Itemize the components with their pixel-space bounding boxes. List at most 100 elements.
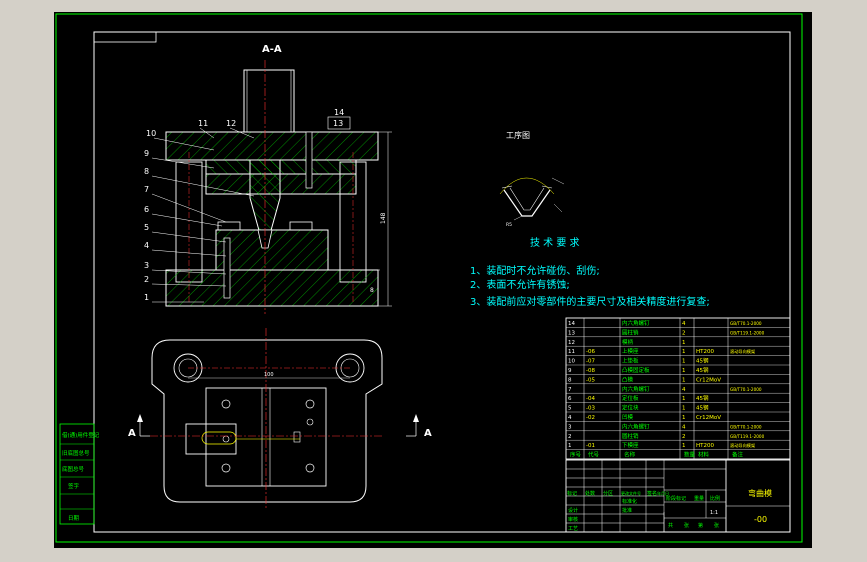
bom-cell-name: 内六角螺钉 [622,319,650,327]
bom-header-no: 序号 [570,451,582,459]
bom-cell-no: 3 [568,424,572,430]
bom-cell-no: 8 [568,377,572,383]
std-label-0: 标准化 [622,498,637,505]
bom-cell-note: 滚动导向模架 [730,348,755,355]
section-dimensions: 148 8 [370,131,392,307]
cad-drawing: 借(通)用件登记 旧底图总号 底图总号 签字 日期 A-A [55,13,803,543]
left-strip-label-3: 签字 [68,482,80,490]
bom-cell-note: GB/T70.1-2000 [730,321,762,326]
process-part-sketch [499,177,565,221]
bom-cell-mat: 45钢 [696,357,709,365]
drawing-code: -00 [754,515,767,524]
bom-cell-note: GB/T119.1-2000 [730,330,765,335]
balloon-11: 11 [198,119,208,128]
upper-die-plate [165,131,379,161]
bom-cell-qty: 1 [682,406,686,412]
bom-cell-code: -03 [586,406,595,412]
bom-cell-code: -06 [586,349,595,355]
bom-cell-qty: 1 [682,443,686,449]
bom-cell-no: 4 [568,415,572,421]
balloon-labels: 10 11 12 14 13 9 8 7 6 5 4 3 2 1 [144,108,351,303]
punch-fixing-plate [205,173,357,195]
bom-cell-name: 下模座 [622,441,639,449]
bom-cell-code: -07 [586,359,595,365]
section-label: A-A [262,44,282,55]
sheet-label-2: 第 [698,522,703,529]
sign-label-3: 更改文件号 [621,490,641,496]
sign-label-4: 签名 [647,490,657,497]
bom-cell-qty: 2 [682,330,686,336]
balloon-10: 10 [146,129,156,138]
bom-cell-note: GB/T70.1-2000 [730,424,762,429]
sign-label-1: 处数 [585,490,595,497]
balloon-14: 14 [334,108,344,117]
bom-cell-no: 14 [568,321,575,327]
bom-cell-code: -08 [586,368,595,374]
cad-viewport[interactable]: 借(通)用件登记 旧底图总号 底图总号 签字 日期 A-A [54,12,812,548]
bom-cell-qty: 1 [682,359,686,365]
left-strip-label-1: 旧底图总号 [62,449,90,457]
bom-cell-qty: 1 [682,415,686,421]
left-strip: 借(通)用件登记 旧底图总号 底图总号 签字 日期 [59,423,100,525]
bom-cell-name: 定位板 [622,394,639,402]
stage-label-1: 重量 [694,495,704,502]
bom-cell-no: 11 [568,349,575,355]
radius-label: R5 [506,222,512,228]
bom-cell-note: GB/T119.1-2000 [730,434,765,439]
role-label-1: 审核 [568,516,578,523]
lower-die-plate [165,269,379,307]
balloon-1: 1 [144,293,149,302]
locating-block [217,221,241,231]
upper-backing-plate [205,159,357,175]
sign-label-0: 标记 [567,490,577,497]
tech-note-3: 3、装配前应对零部件的主要尺寸及相关精度进行复查; [470,295,710,308]
title-block: 标记 处数 分区 更改文件号 签名 年月日 设计 审核 工艺 标准化 批准 阶段… [565,459,791,533]
bom-header-mat: 材料 [698,451,710,459]
sheet-label-0: 共 [668,522,673,529]
bom-cell-qty: 2 [682,434,686,440]
bom-cell-no: 2 [568,434,572,440]
tech-note-2: 2、表面不允许有锈蚀; [470,278,570,291]
bom-cell-qty: 4 [682,321,686,327]
bom-cell-name: 内六角螺钉 [622,385,650,393]
scale-value: 1:1 [710,510,718,516]
bom-header-qty: 数量 [684,451,696,459]
balloon-8: 8 [144,167,149,176]
bom-cell-mat: HT200 [696,349,714,355]
balloon-6: 6 [144,205,149,214]
dim-height: 148 [380,212,387,224]
cut-label-right: A [424,428,432,439]
bom-header-note: 备注 [732,451,744,459]
bom-cell-name: 圆柱销 [622,432,639,440]
bom-cell-qty: 1 [682,377,686,383]
balloon-9: 9 [144,149,149,158]
dim-base: 8 [370,287,374,294]
balloon-5: 5 [144,223,149,232]
sign-label-5: 年月日 [657,490,669,496]
bom-cell-name: 凹模 [622,413,634,421]
bom-cell-no: 5 [568,406,572,412]
left-strip-label-4: 日期 [68,515,80,522]
bom-cell-name: 定位块 [622,404,639,412]
bom-cell-mat: Cr12MoV [696,377,721,383]
bom-cell-code: -04 [586,396,595,402]
die-block [215,229,329,271]
tech-title: 技 术 要 求 [530,236,580,249]
bom-cell-qty: 1 [682,368,686,374]
sheet-label-3: 张 [714,522,719,529]
bom-cell-mat: 45钢 [696,404,709,412]
balloon-7: 7 [144,185,149,194]
bom-cell-code: -05 [586,377,595,383]
role-label-0: 设计 [568,507,578,514]
bom-header-code: 代号 [588,451,600,459]
bom-cell-code: -02 [586,415,595,421]
drawing-name: 弯曲模 [748,488,772,498]
dim-width: 100 [264,372,274,378]
left-strip-label-2: 底图总号 [62,465,85,473]
tech-note-1: 1、装配时不允许碰伤、刮伤; [470,264,600,277]
balloon-3: 3 [144,261,149,270]
cut-label-left: A [128,428,136,439]
std-label-1: 批准 [622,507,632,514]
process-title: 工序图 [506,130,530,140]
bom-cell-no: 10 [568,359,575,365]
